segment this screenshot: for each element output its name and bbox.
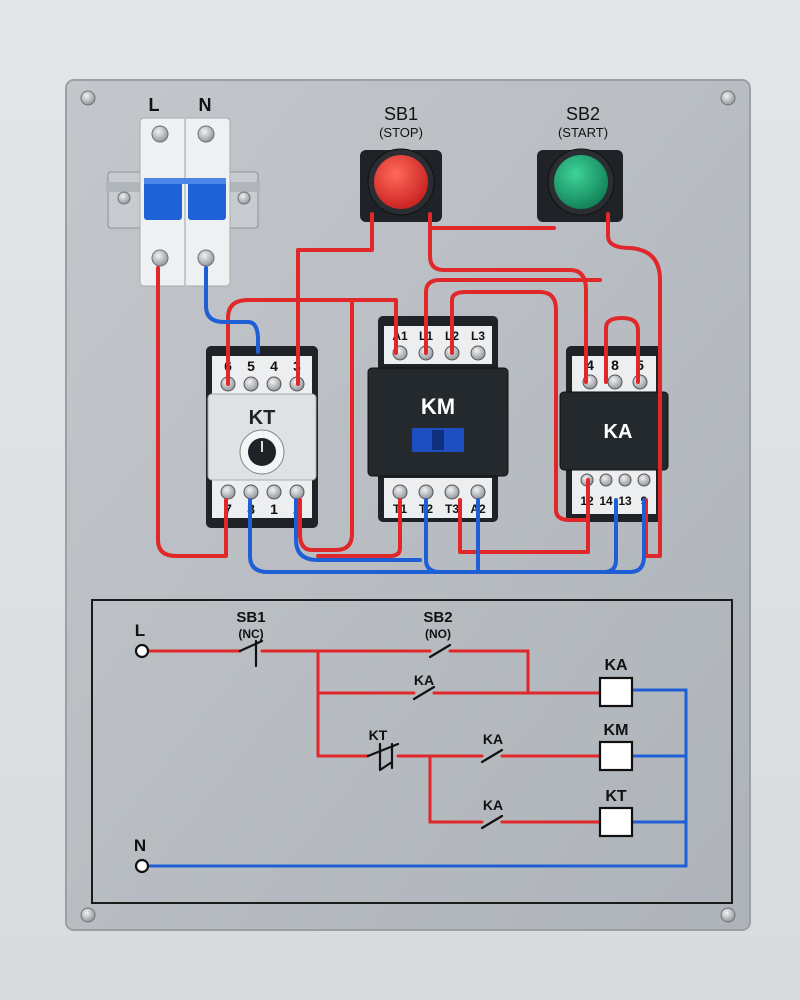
kt-terminal-label: 5 [247,358,255,374]
schematic-frame [91,599,733,904]
panel-screws [80,90,736,923]
wire-neutral-km [424,498,442,574]
ka-contact-1-icon [412,685,436,701]
start-button-name: SB2 [566,104,600,124]
ka-terminal-label: 13 [618,494,632,508]
kt-label: KT [249,407,276,429]
schematic-contacts [238,639,504,830]
wire-km-l2 [450,290,590,522]
breaker-label-n: N [199,95,212,115]
stop-button-sb1[interactable]: SB1 (STOP) [360,104,442,222]
sb1-name: SB1 [236,609,265,626]
wire-sb2-to-ka [606,212,662,558]
km-terminal-label: L3 [471,329,485,343]
rail-screw-icon [237,191,251,205]
coil-kt-label: KT [605,788,627,805]
kt-contact-label: KT [369,727,388,743]
terminal-n-icon [134,858,150,874]
kt-terminal-label: 1 [270,501,278,517]
ka-terminal-label: 8 [611,357,619,373]
ka-label: KA [604,421,633,443]
wire-km-l1 [424,278,602,355]
coil-km-icon [598,740,634,772]
schematic-label-l: L [135,621,145,640]
start-button-sb2[interactable]: SB2 (START) [537,104,623,222]
ka-top-terminals: 4 8 5 [582,357,648,390]
wire-km-bottom [316,498,402,558]
breaker-lever-n[interactable] [188,178,226,220]
wire-km-to-ka [458,498,590,554]
wire-neutral-kt [294,498,422,562]
sb1-type: (NC) [238,627,263,641]
kt-terminal-label: 4 [270,358,278,374]
rail-screw-icon [117,191,131,205]
ka-contact-2-icon [480,748,504,764]
ka-terminal-label: 14 [599,494,613,508]
km-contactor: KM [367,316,509,522]
wire-ka-loop [604,316,640,384]
wire-kt-to-km [226,298,398,386]
coil-ka-icon [598,676,634,708]
schematic-label-n: N [134,836,146,855]
ka-bottom-terminals: 12 14 13 9 [580,473,651,508]
wire-neutral-ka [602,498,618,574]
ka-contact-2-label: KA [483,731,503,747]
ka-contact-3-icon [480,814,504,830]
coil-km-label: KM [604,722,629,739]
start-button-caption: (START) [558,125,608,140]
sb2-no-contact-icon [428,643,452,659]
breaker-label-l: L [149,95,160,115]
ka-contact-3-label: KA [483,797,503,813]
stop-button-cap[interactable] [374,155,428,209]
wire-sb1-feed [296,212,374,386]
kt-bottom-terminals: 7 8 1 2 [220,484,305,517]
km-label: KM [421,394,455,419]
schematic-diagram: L N SB1 (NC) SB2 (NO) KA KT KA KA KA KM … [91,599,733,904]
wire-sb-to-km [298,298,354,552]
wire-neutral-bus [248,498,646,574]
ka-terminal-label: 5 [636,357,644,373]
ka-contact-1-label: KA [414,672,434,688]
circuit-breaker: L N [106,95,260,287]
coil-ka-label: KA [604,657,628,674]
terminal-l-icon [134,643,150,659]
ka-terminal-label: 4 [586,357,594,373]
wire-l-to-kt [156,266,228,558]
red-wires [156,212,662,558]
start-button-cap[interactable] [554,155,608,209]
kt-delay-contact-icon [366,742,400,772]
stop-button-name: SB1 [384,104,418,124]
km-terminal-label: T3 [445,502,459,516]
wire-n-to-kt [204,266,260,354]
kt-terminal-label: 7 [224,501,232,517]
blue-wires [204,266,646,574]
sb1-nc-contact-icon [238,639,264,668]
coil-kt-icon [598,806,634,838]
sb2-name: SB2 [423,609,452,626]
breaker-lever-l[interactable] [144,178,182,220]
stop-button-caption: (STOP) [379,125,423,140]
sb2-type: (NO) [425,627,451,641]
